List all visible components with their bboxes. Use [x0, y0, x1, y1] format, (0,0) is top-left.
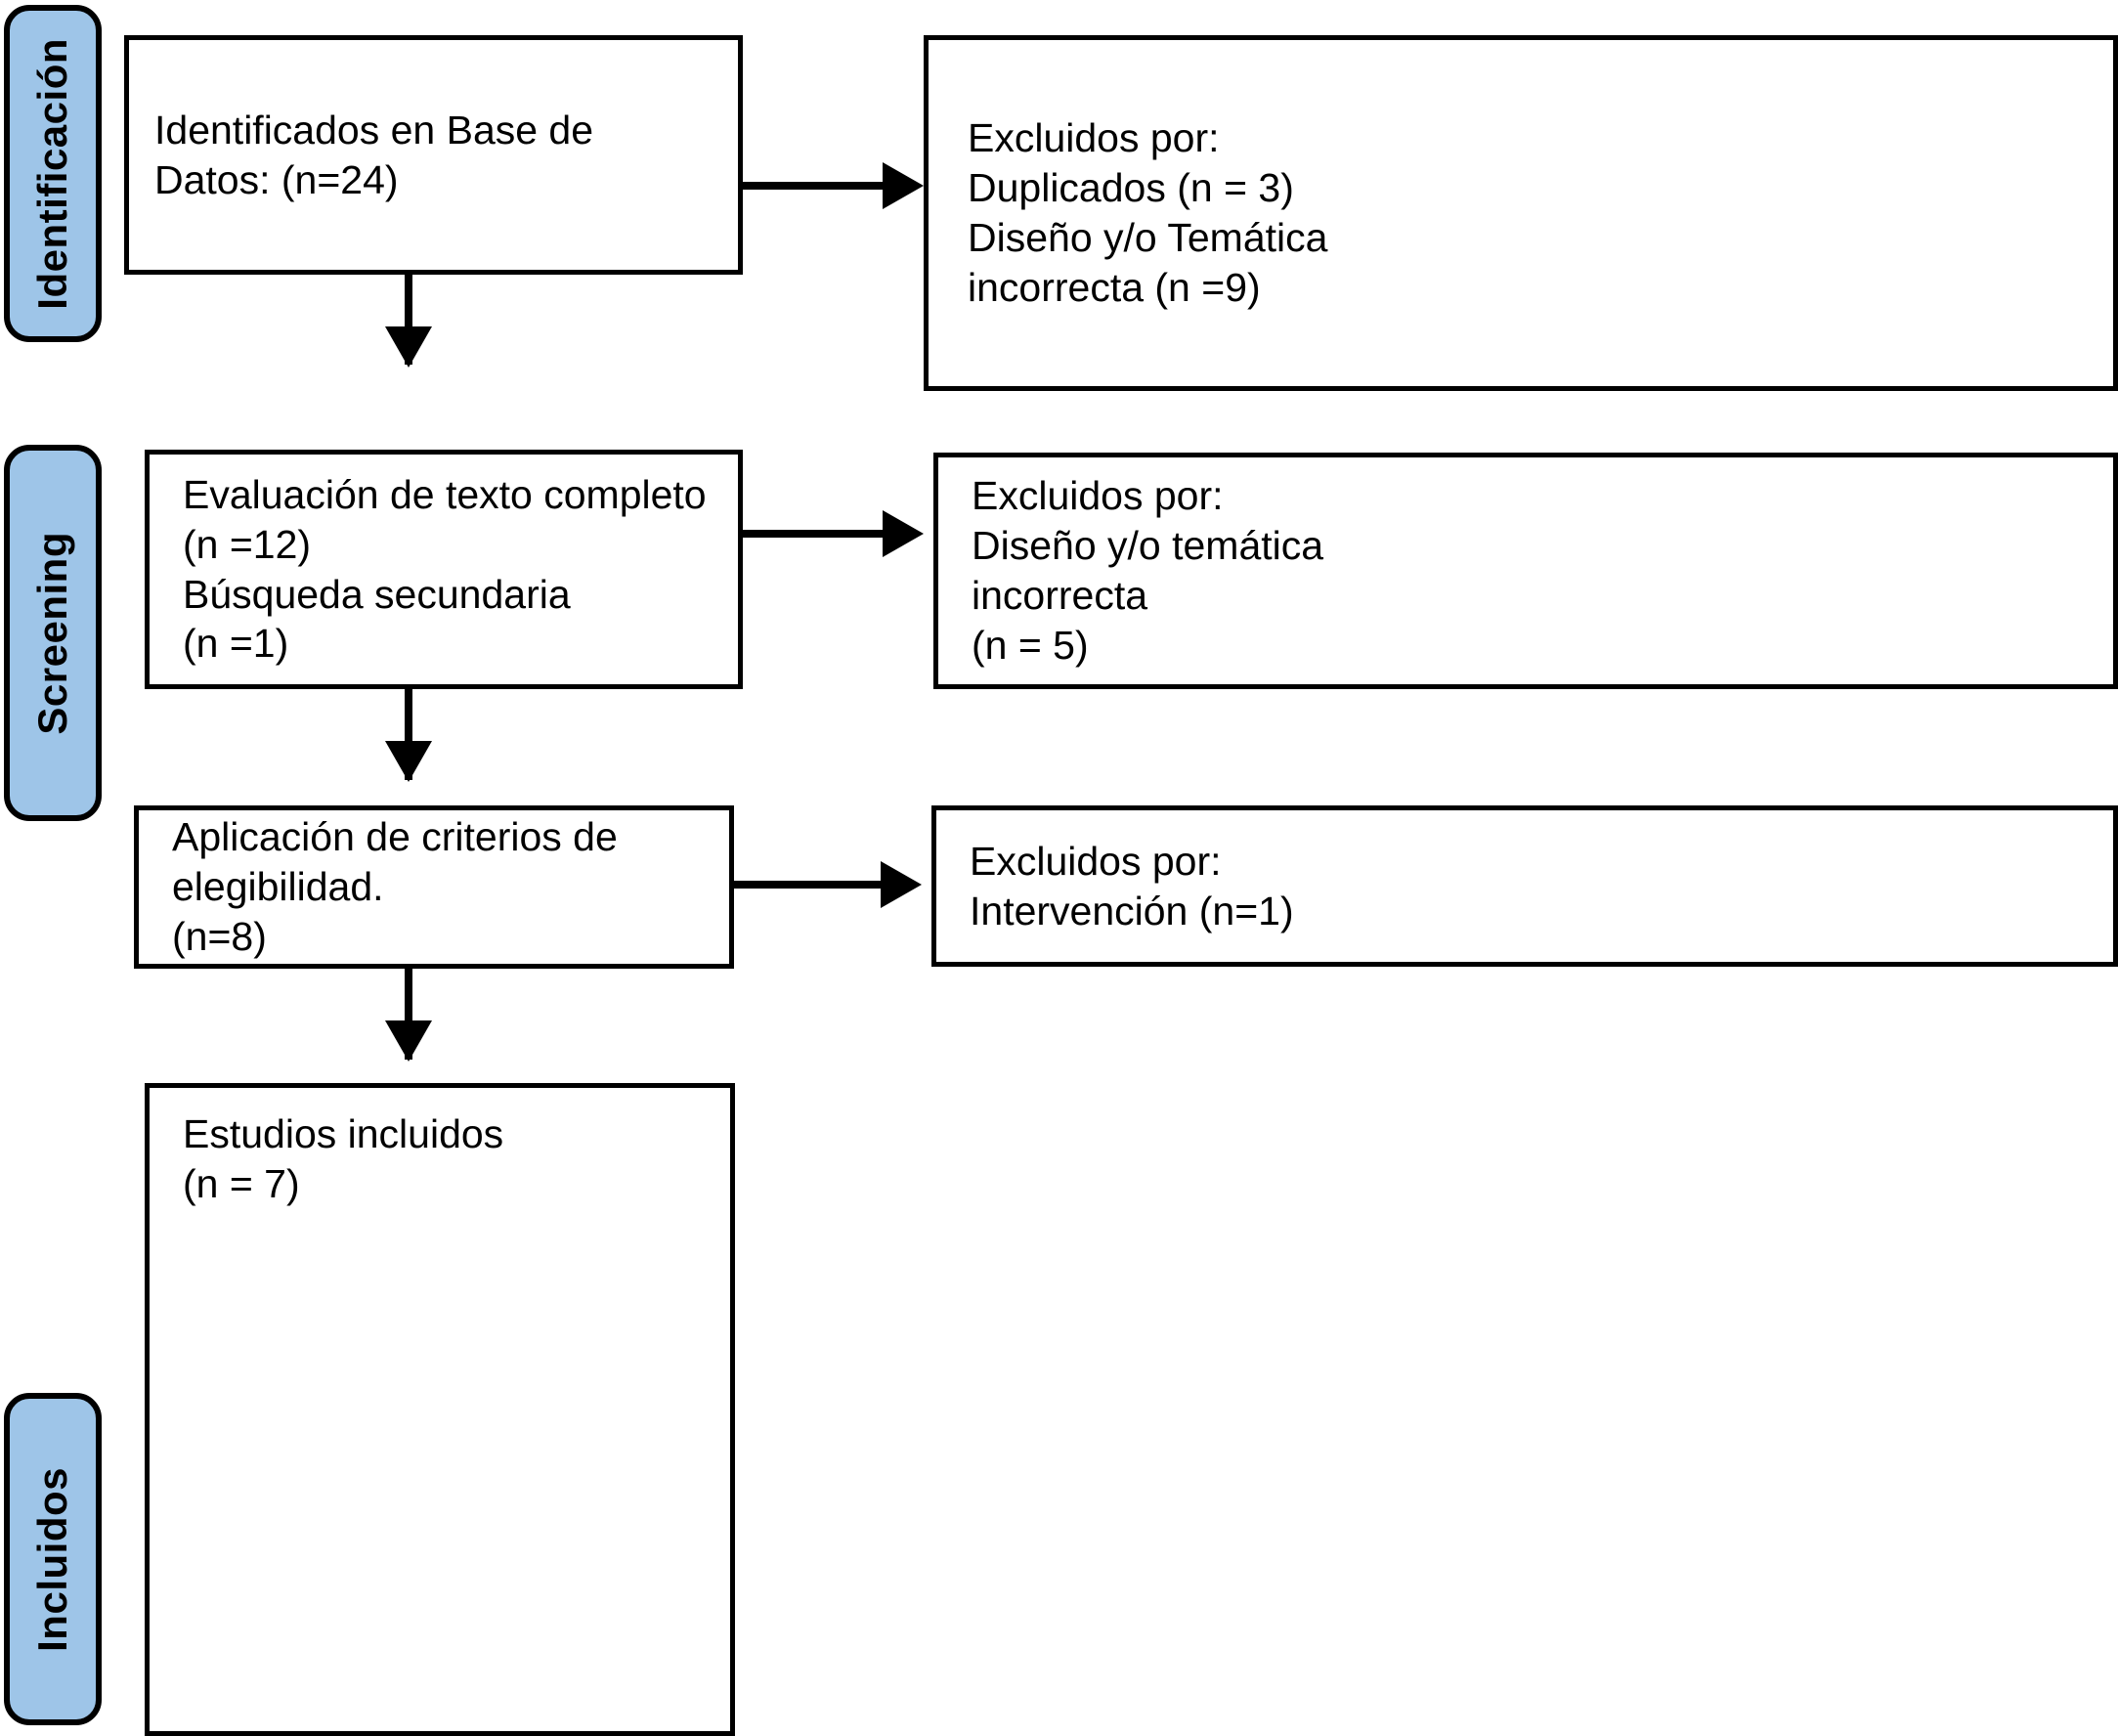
box-included-studies-text: Estudios incluidos (n = 7) — [183, 1111, 504, 1206]
stage-label-screening: Screening — [4, 445, 102, 821]
box-fulltext-assessment-text: Evaluación de texto completo (n =12) Bús… — [183, 471, 707, 667]
box-eligibility-criteria-text: Aplicación de criterios de elegibilidad.… — [172, 814, 618, 959]
connector-fulltext-to-eligibility-arrowhead — [385, 741, 432, 782]
connector-identified-to-fulltext-arrowhead — [385, 326, 432, 368]
connector-fulltext-to-excluded-line — [743, 530, 887, 538]
connector-fulltext-to-excluded-arrowhead — [883, 510, 924, 557]
box-eligibility-criteria: Aplicación de criterios de elegibilidad.… — [134, 805, 734, 969]
connector-identified-to-excluded-line — [743, 182, 887, 190]
stage-label-screening-text: Screening — [29, 531, 75, 735]
connector-eligibility-to-included-line — [405, 969, 412, 1060]
connector-eligibility-to-excluded-line — [734, 881, 886, 889]
connector-eligibility-to-excluded-arrowhead — [881, 861, 922, 908]
box-identified-records-text: Identificados en Base de Datos: (n=24) — [154, 107, 594, 202]
stage-label-identificacion: Identificación — [4, 5, 102, 342]
box-excluded-identification-text: Excluidos por: Duplicados (n = 3) Diseño… — [968, 115, 1328, 310]
box-fulltext-assessment: Evaluación de texto completo (n =12) Bús… — [145, 450, 743, 689]
box-excluded-eligibility-text: Excluidos por: Intervención (n=1) — [970, 838, 1294, 933]
box-excluded-identification: Excluidos por: Duplicados (n = 3) Diseño… — [924, 35, 2118, 391]
box-identified-records: Identificados en Base de Datos: (n=24) — [124, 35, 743, 275]
box-excluded-screening-text: Excluidos por: Diseño y/o temática incor… — [972, 473, 1324, 668]
stage-label-incluidos-text: Incluidos — [29, 1466, 75, 1652]
connector-eligibility-to-included-arrowhead — [385, 1020, 432, 1062]
box-included-studies: Estudios incluidos (n = 7) — [145, 1083, 735, 1736]
connector-identified-to-fulltext-line — [405, 275, 412, 365]
box-excluded-eligibility: Excluidos por: Intervención (n=1) — [931, 805, 2118, 967]
stage-label-identificacion-text: Identificación — [29, 37, 75, 310]
stage-label-incluidos: Incluidos — [4, 1393, 102, 1725]
connector-fulltext-to-eligibility-line — [405, 689, 412, 780]
connector-identified-to-excluded-arrowhead — [883, 162, 924, 209]
box-excluded-screening: Excluidos por: Diseño y/o temática incor… — [933, 453, 2118, 689]
